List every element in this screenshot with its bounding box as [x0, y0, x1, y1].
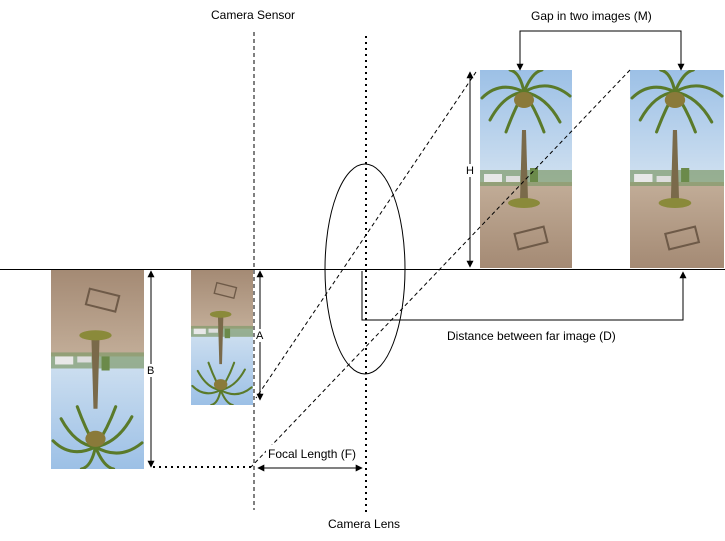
lens-ellipse [324, 163, 406, 375]
sensor-image-a [191, 270, 253, 405]
a-label: A [256, 330, 264, 342]
distance-connector [361, 271, 687, 321]
sensor-image-b [51, 270, 144, 469]
camera-sensor-label: Camera Sensor [211, 8, 295, 22]
ray-near [255, 71, 477, 399]
b-label: B [147, 365, 154, 377]
gap-connector [516, 30, 685, 71]
near-object-image [480, 70, 572, 268]
h-label: H [466, 165, 474, 177]
camera-lens-label: Camera Lens [328, 517, 400, 531]
focal-length-label: Focal Length (F) [268, 447, 356, 461]
gap-label: Gap in two images (M) [531, 9, 652, 23]
far-object-image [630, 70, 724, 268]
distance-label: Distance between far image (D) [447, 329, 616, 343]
ray-far [250, 69, 631, 468]
